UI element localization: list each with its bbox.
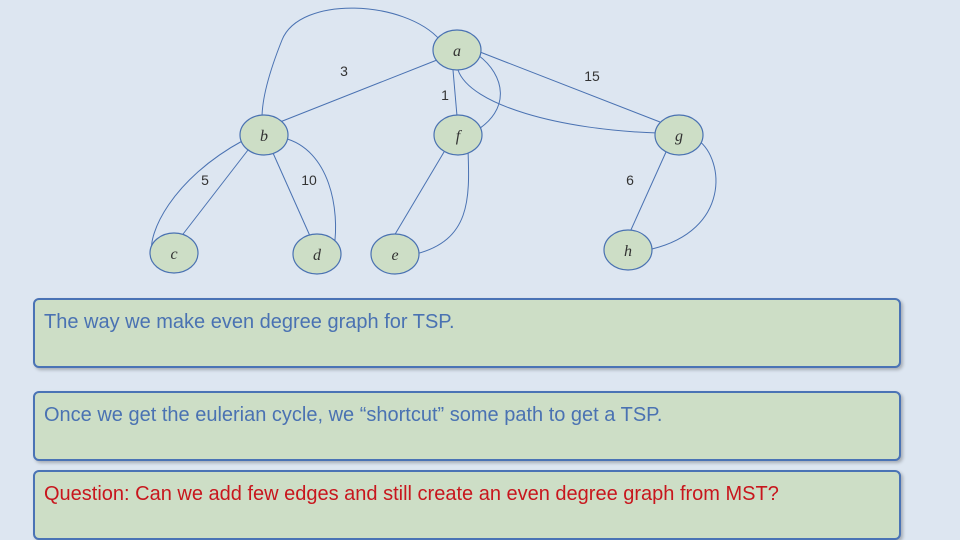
curve-a-g (457, 69, 659, 134)
text-box-even-degree: The way we make even degree graph for TS… (33, 298, 901, 368)
node-label: h (624, 243, 632, 260)
text-box-label: Once we get the eulerian cycle, we “shor… (44, 404, 663, 426)
node-label: a (453, 43, 461, 60)
graph-diagram: a b f g c d e h 3 1 15 5 10 6 (149, 7, 717, 275)
edge-label-g-h: 6 (626, 172, 634, 188)
node-label: d (313, 247, 322, 264)
edge-label-b-c: 5 (201, 172, 209, 188)
node-label: f (456, 128, 463, 145)
node-label: b (260, 128, 268, 145)
curve-a-b (261, 7, 441, 119)
edge-b-c (179, 149, 249, 239)
node-h: h (603, 229, 653, 271)
node-c: c (149, 232, 199, 274)
text-box-label: Question: Can we add few edges and still… (44, 483, 779, 505)
curve-b-d (283, 137, 337, 249)
text-box-question: Question: Can we add few edges and still… (33, 470, 901, 540)
text-box-label: The way we make even degree graph for TS… (44, 311, 455, 333)
edge-label-a-b: 3 (340, 63, 348, 79)
edge-b-d (272, 152, 311, 237)
node-a: a (432, 29, 482, 71)
node-f: f (433, 114, 483, 156)
curve-a-f (473, 54, 501, 133)
text-box-shortcut: Once we get the eulerian cycle, we “shor… (33, 391, 901, 461)
node-e: e (370, 233, 420, 275)
node-label: e (391, 247, 398, 264)
node-g: g (654, 114, 704, 156)
edge-label-b-d: 10 (301, 172, 317, 188)
node-b: b (239, 114, 289, 156)
curve-f-e (415, 149, 470, 255)
curve-g-h (651, 139, 717, 250)
node-label: c (170, 246, 177, 263)
edge-f-e (393, 151, 445, 237)
node-label: g (675, 128, 683, 145)
edge-g-h (629, 151, 667, 233)
edge-label-a-f: 1 (441, 87, 449, 103)
node-d: d (292, 233, 342, 275)
edge-a-b (279, 59, 438, 123)
edge-a-g (479, 51, 661, 123)
edge-label-a-g: 15 (584, 68, 600, 84)
edge-a-f (452, 69, 458, 117)
